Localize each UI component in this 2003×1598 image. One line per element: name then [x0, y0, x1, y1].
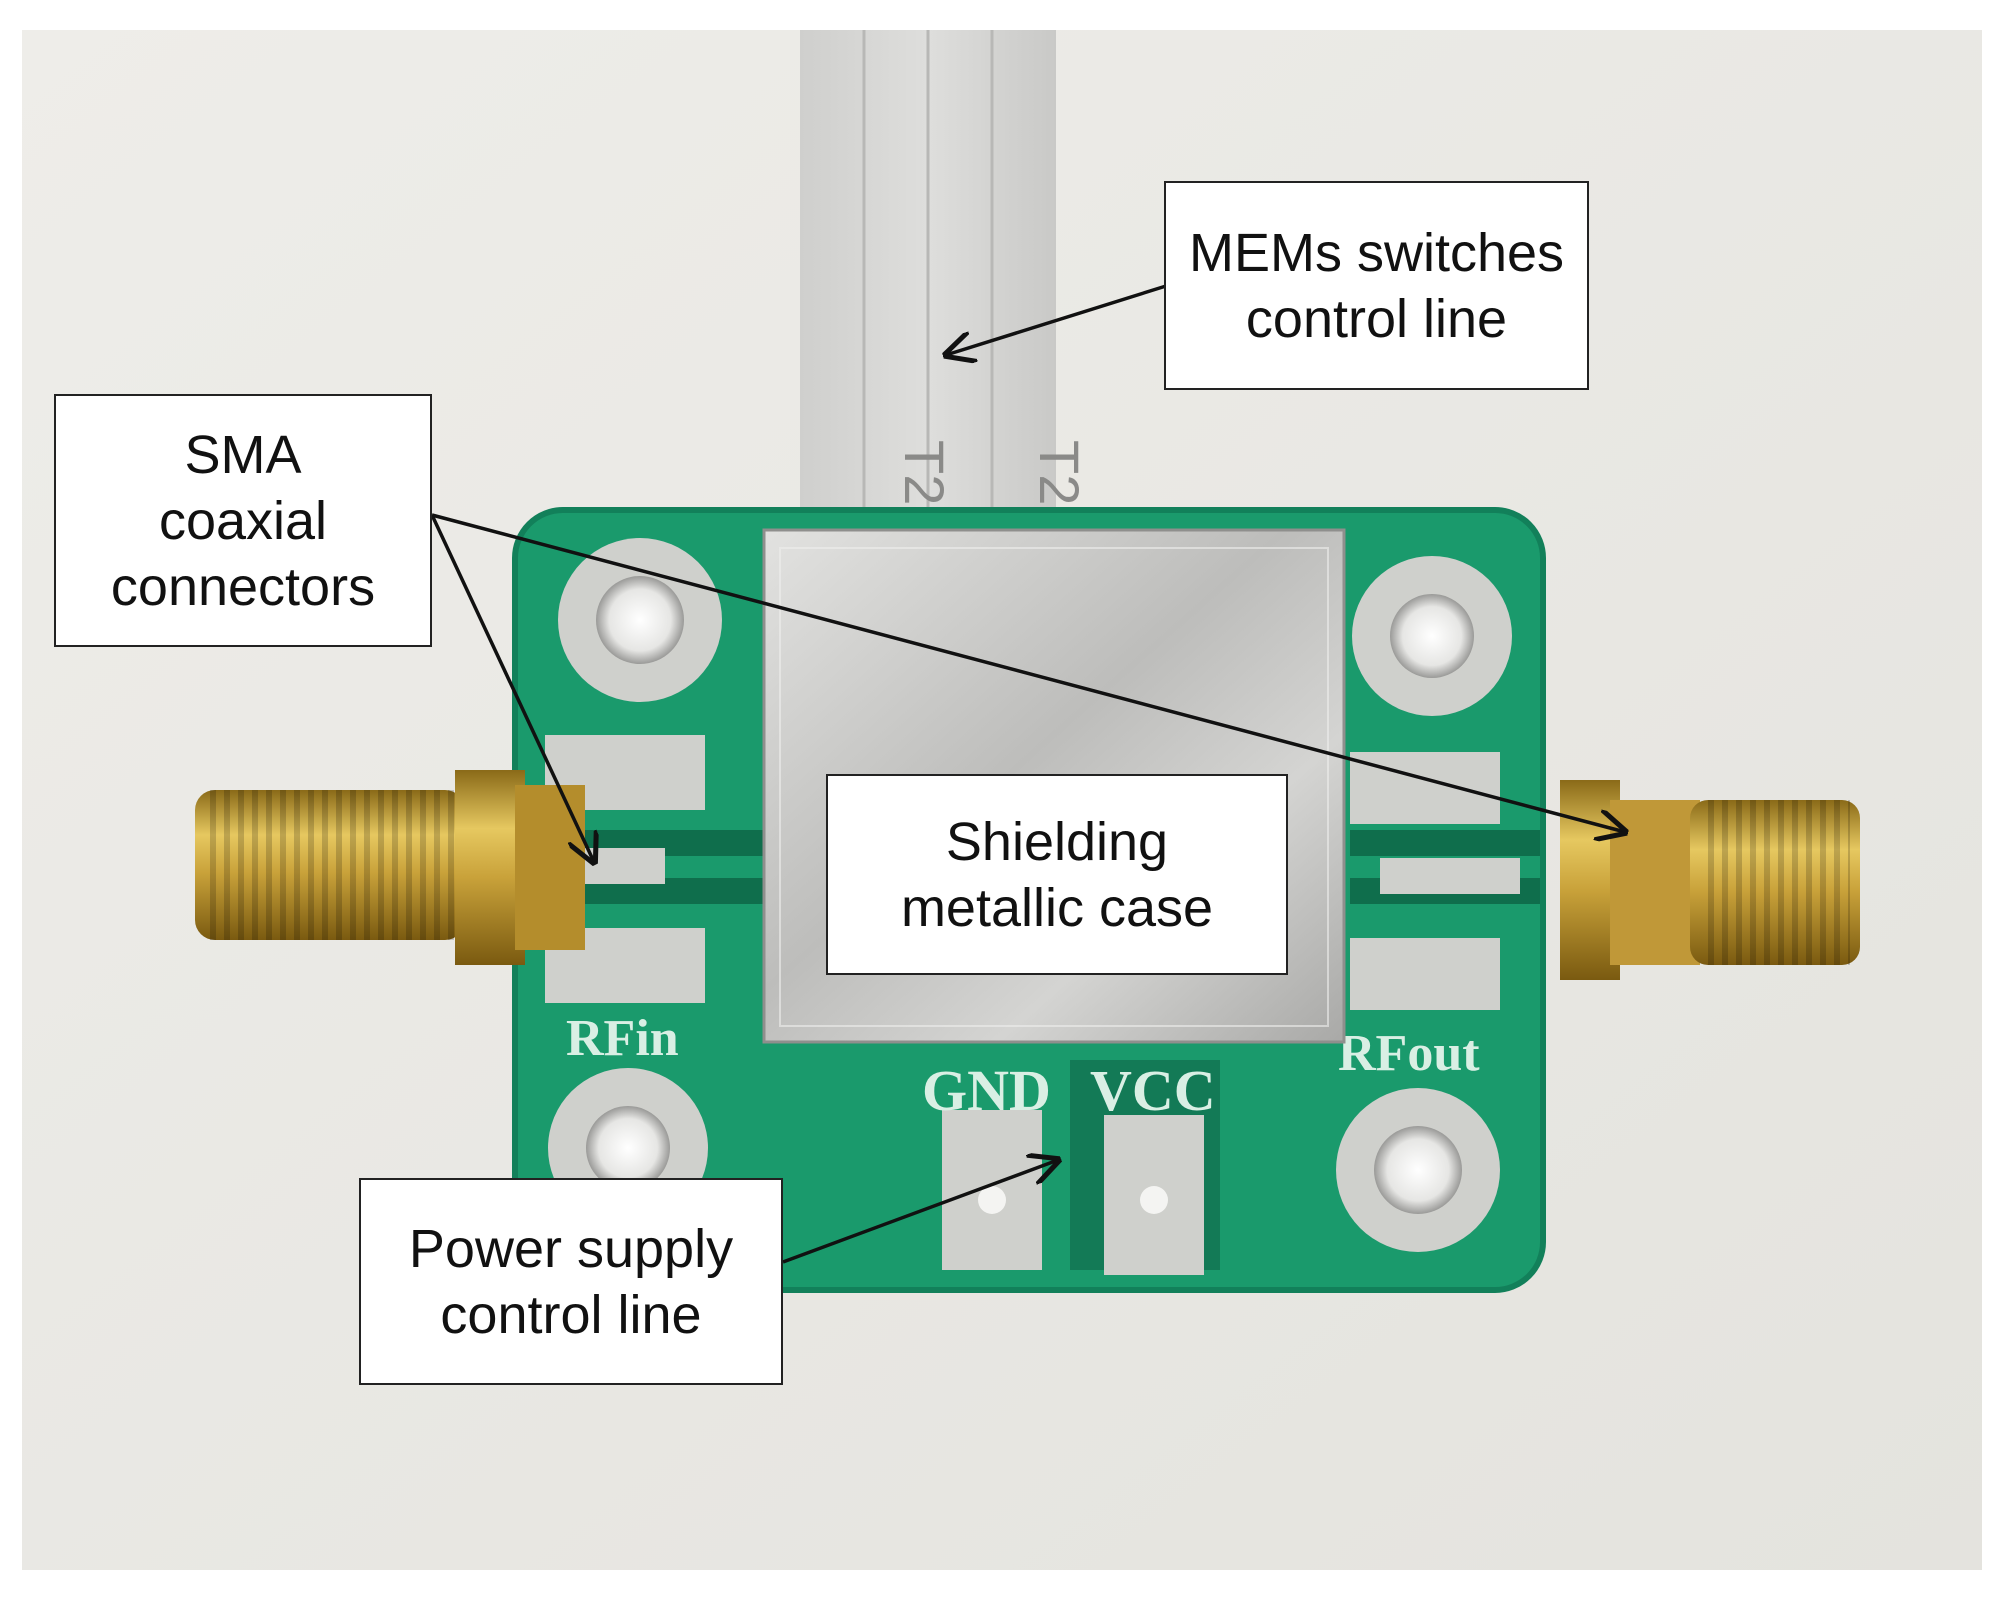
cable-marking-1: T2 [893, 440, 956, 505]
silkscreen-rfout: RFout [1338, 1025, 1480, 1082]
callout-shielding-case: Shielding metallic case [826, 774, 1288, 975]
callout-sma-line-2: coaxial [158, 490, 328, 551]
callout-shield-line-2: metallic case [900, 877, 1214, 938]
callout-mems-line-1: MEMs switches [1188, 222, 1565, 283]
silkscreen-gnd: GND [922, 1058, 1051, 1123]
arrow-power [782, 1160, 1058, 1264]
callout-sma-line-3: connectors [110, 556, 376, 617]
cable-marking-2: T2 [1028, 440, 1091, 505]
callout-power-supply: Power supply control line [359, 1178, 783, 1385]
callout-power-line-1: Power supply [408, 1218, 734, 1279]
ribbon-cable: T2 T2 [800, 30, 1091, 540]
mount-hole-top-right [1352, 556, 1512, 716]
mount-hole-top-left [558, 538, 722, 702]
sma-connector-left [195, 770, 585, 965]
callout-sma-line-1: SMA [184, 424, 302, 485]
callout-arrows [430, 284, 1625, 1264]
arrow-sma-left [430, 514, 594, 862]
arrow-mems [946, 284, 1167, 355]
silkscreen-vcc: VCC [1090, 1058, 1216, 1123]
callout-power-line-2: control line [440, 1284, 702, 1345]
callout-sma-connectors: SMA coaxial connectors [54, 394, 432, 647]
silkscreen-rfin: RFin [566, 1010, 679, 1067]
callout-mems-line-2: control line [1245, 288, 1508, 349]
mount-hole-bottom-right [1336, 1088, 1500, 1252]
sma-connector-right [1560, 780, 1860, 980]
callout-mems-switches: MEMs switches control line [1164, 181, 1589, 390]
arrow-sma-right [431, 513, 1625, 832]
callout-shield-line-1: Shielding [945, 811, 1169, 872]
